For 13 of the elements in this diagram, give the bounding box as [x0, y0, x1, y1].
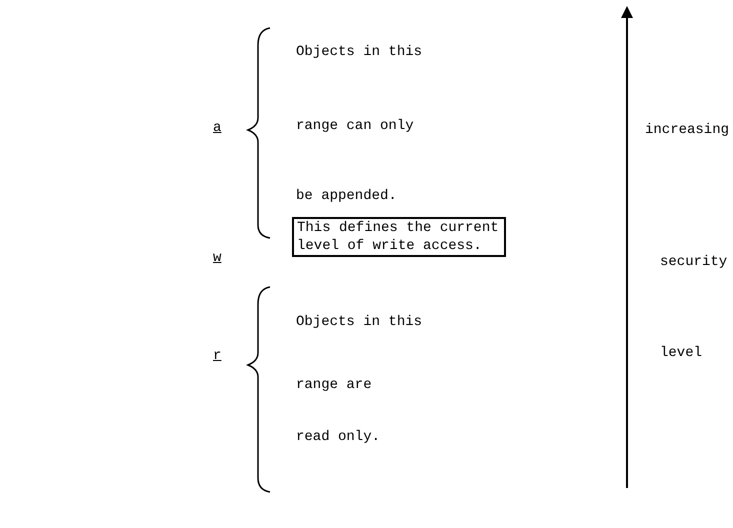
axis-label: level: [660, 344, 702, 363]
axis-label: security: [660, 253, 728, 272]
range-letter: a: [213, 119, 222, 138]
definition-box: This defines the current level of write access.: [292, 217, 506, 257]
range-letter: r: [213, 347, 222, 366]
range-description: Objects in this: [296, 43, 422, 62]
range-description: read only.: [296, 428, 380, 447]
range-description: range are: [296, 376, 372, 395]
range-letter: w: [213, 249, 222, 268]
range-description: Objects in this: [296, 313, 422, 332]
range-description: be appended.: [296, 187, 397, 206]
range-description: range can only: [296, 117, 414, 136]
axis-label: increasing: [645, 121, 730, 140]
